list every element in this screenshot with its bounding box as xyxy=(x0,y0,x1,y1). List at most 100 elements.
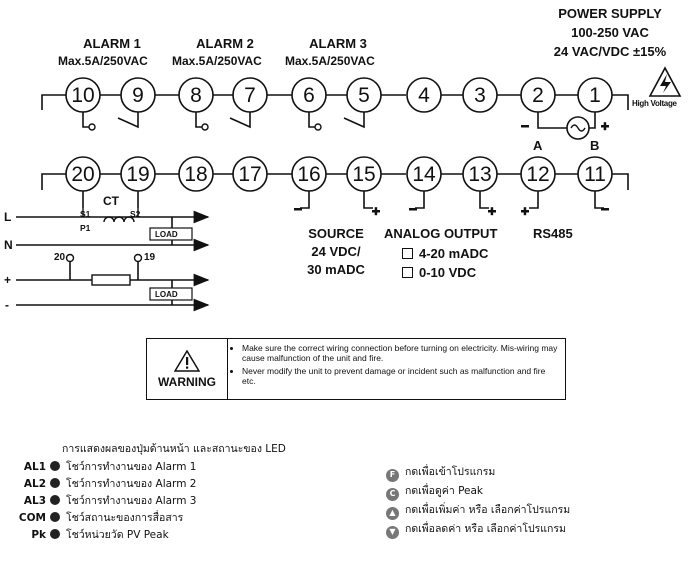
key-legend-item: C กดเพื่อดูค่า Peak xyxy=(386,483,483,501)
terminal-10: 10 xyxy=(65,77,101,113)
terminal-6-label: 6 xyxy=(303,84,315,107)
key-legend-item: ▼ กดเพื่อลดค่า หรือ เลือกค่าโปรแกรม xyxy=(386,521,566,539)
high-voltage-label: High Voltage xyxy=(632,99,677,108)
terminal-5: 5 xyxy=(346,77,382,113)
ct-s2-label: S2 xyxy=(130,209,141,219)
key-legend-item: F กดเพื่อเข้าโปรแกรม xyxy=(386,464,495,482)
analog-4-20-checkbox[interactable] xyxy=(402,248,413,259)
led-legend-item: AL2 โชว์การทำงานของ Alarm 2 xyxy=(16,476,196,492)
key-description: กดเพื่อเพิ่มค่า หรือ เลือกค่าโปรแกรม xyxy=(405,504,571,516)
source-current: 30 mADC xyxy=(307,262,365,277)
analog-0-10-checkbox[interactable] xyxy=(402,267,413,278)
down-arrow-icon: ▼ xyxy=(386,525,399,539)
led-legend-item: AL1 โชว์การทำงานของ Alarm 1 xyxy=(16,459,196,475)
warning-left-panel: WARNING xyxy=(147,339,228,399)
line-minus-label: - xyxy=(5,298,9,312)
warning-bullet-1: Make sure the correct wiring connection … xyxy=(242,343,559,363)
terminal-11: 11 xyxy=(577,156,613,192)
c-key-icon: C xyxy=(386,487,399,501)
led-key: AL1 xyxy=(23,461,46,473)
ct-label: CT xyxy=(103,194,119,208)
load-label-1: LOAD xyxy=(155,230,178,239)
terminal-6: 6 xyxy=(291,77,327,113)
analog-0-10-label: 0-10 VDC xyxy=(419,265,477,280)
terminal-12-label: 12 xyxy=(526,163,549,186)
f-key-icon: F xyxy=(386,468,399,482)
line-l-label: L xyxy=(4,210,12,224)
led-dot-icon xyxy=(50,461,60,471)
led-dot-icon xyxy=(50,512,60,522)
rs485-title: RS485 xyxy=(533,226,573,241)
analog-option-4-20: 4-20 mADC xyxy=(402,245,488,263)
load-label-2: LOAD xyxy=(155,290,178,299)
led-description: โชว์การทำงานของ Alarm 1 xyxy=(66,461,197,473)
led-key: COM xyxy=(18,512,46,524)
line-n-label: N xyxy=(4,238,13,252)
terminal-12: 12 xyxy=(520,156,556,192)
terminal-19: 19 xyxy=(120,156,156,192)
terminal-18: 18 xyxy=(178,156,214,192)
power-supply-title: POWER SUPPLY xyxy=(558,6,662,21)
terminal-13-label: 13 xyxy=(468,163,491,186)
terminal-18-label: 18 xyxy=(184,163,207,186)
terminal-7-label: 7 xyxy=(244,84,256,107)
led-legend-item: COM โชว์สถานะของการสื่อสาร xyxy=(16,510,183,526)
terminal-11-label: 11 xyxy=(584,163,606,186)
legend-heading: การแสดงผลของปุ่มด้านหน้า และสถานะของ LED xyxy=(62,443,286,455)
alarm2-rating: Max.5A/250VAC xyxy=(172,54,262,68)
terminal-2: 2 xyxy=(520,77,556,113)
analog-output-title: ANALOG OUTPUT xyxy=(384,226,498,241)
terminal-8: 8 xyxy=(178,77,214,113)
warning-text: Make sure the correct wiring connection … xyxy=(228,339,565,399)
led-dot-icon xyxy=(50,495,60,505)
terminal-1: 1 xyxy=(577,77,613,113)
terminal-2-label: 2 xyxy=(532,84,544,107)
terminal-14-label: 14 xyxy=(412,163,436,186)
led-description: โชว์สถานะของการสื่อสาร xyxy=(66,512,184,524)
key-description: กดเพื่อดูค่า Peak xyxy=(405,485,484,497)
ct-terminal-20-label: 20 xyxy=(54,252,66,263)
led-key: AL2 xyxy=(23,478,46,490)
key-description: กดเพื่อลดค่า หรือ เลือกค่าโปรแกรม xyxy=(405,523,566,535)
terminal-20-label: 20 xyxy=(71,163,94,186)
terminal-9: 9 xyxy=(120,77,156,113)
led-key: AL3 xyxy=(23,495,46,507)
warning-label: WARNING xyxy=(158,374,216,389)
terminal-1-label: 1 xyxy=(589,84,601,107)
terminal-20: 20 xyxy=(65,156,101,192)
source-title: SOURCE xyxy=(308,226,364,241)
rs485-b-label: B xyxy=(590,138,600,153)
terminal-13: 13 xyxy=(462,156,498,192)
warning-box: WARNING Make sure the correct wiring con… xyxy=(146,338,566,400)
terminal-3-label: 3 xyxy=(474,84,486,107)
alarm3-rating: Max.5A/250VAC xyxy=(285,54,375,68)
alarm2-title: ALARM 2 xyxy=(196,36,254,51)
wiring-diagram xyxy=(16,66,682,312)
ct-p1-label: P1 xyxy=(80,223,91,233)
key-legend-item: ▲ กดเพื่อเพิ่มค่า หรือ เลือกค่าโปรแกรม xyxy=(386,502,570,520)
terminal-14: 14 xyxy=(406,156,442,192)
terminal-15-label: 15 xyxy=(352,163,375,186)
terminal-8-label: 8 xyxy=(190,84,202,107)
terminal-15: 15 xyxy=(346,156,382,192)
terminal-10-label: 10 xyxy=(71,84,94,107)
terminal-4-label: 4 xyxy=(418,84,430,107)
terminal-3: 3 xyxy=(462,77,498,113)
led-description: โชว์การทำงานของ Alarm 2 xyxy=(66,478,197,490)
power-supply-range: 100-250 VAC xyxy=(571,25,649,40)
terminal-17-label: 17 xyxy=(238,163,261,186)
terminal-17: 17 xyxy=(232,156,268,192)
up-arrow-icon: ▲ xyxy=(386,506,399,520)
terminal-5-label: 5 xyxy=(358,84,370,107)
terminal-7: 7 xyxy=(232,77,268,113)
led-key: Pk xyxy=(31,529,46,541)
warning-bullet-2: Never modify the unit to prevent damage … xyxy=(242,366,559,386)
terminal-9-label: 9 xyxy=(132,84,144,107)
led-dot-icon xyxy=(50,529,60,539)
warning-triangle-icon xyxy=(174,349,200,372)
key-description: กดเพื่อเข้าโปรแกรม xyxy=(405,466,496,478)
source-voltage: 24 VDC/ xyxy=(311,244,361,259)
